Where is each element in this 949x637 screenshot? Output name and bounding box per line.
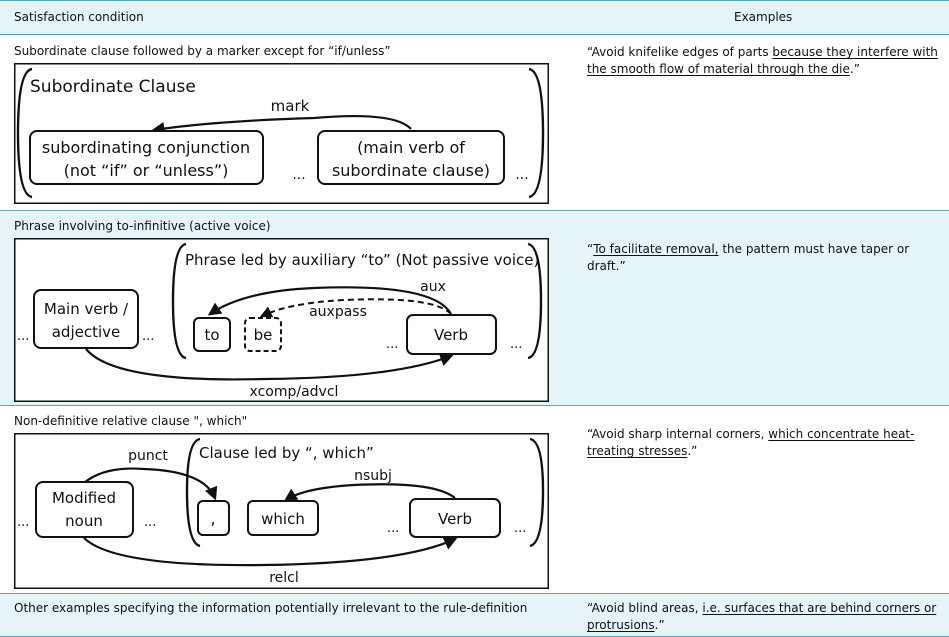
- row2-box-be-text: be: [254, 326, 273, 344]
- row2-arc-aux: [207, 286, 452, 316]
- row3-bracket-title: Clause led by “, which”: [199, 444, 374, 462]
- row3-box-which: [247, 500, 319, 536]
- row1-box-mainverb-line2: subordinate clause): [332, 161, 490, 180]
- row3-bracket-left: [185, 437, 201, 548]
- row2-arc-xcomp: [85, 348, 454, 381]
- row3-example-close: .”: [687, 444, 698, 458]
- header-examples: Examples: [734, 10, 793, 24]
- row1-ellipsis-1: ...: [292, 167, 305, 183]
- row3-box-head: [35, 481, 134, 538]
- row2-diagram-svg: Phrase led by auxiliary “to” (Not passiv…: [14, 238, 549, 402]
- row3-box-head-line1: Modified: [52, 489, 116, 507]
- row1-arc-mark: [151, 114, 412, 135]
- row1-box-subconj-line2: (not “if” or “unless”): [64, 161, 229, 180]
- row1-diagram-svg: Subordinate Clause mark subordinating co…: [14, 63, 549, 204]
- row4-example-open: “Avoid blind areas,: [587, 601, 703, 615]
- row2-ellipsis-verb: ...: [386, 337, 398, 352]
- rule-row1: [0, 210, 949, 211]
- row2-diagram: Phrase led by auxiliary “to” (Not passiv…: [14, 238, 549, 402]
- row1-condition: Subordinate clause followed by a marker …: [14, 44, 391, 58]
- row2-box-verb-text: Verb: [434, 326, 468, 344]
- row1-example-close: .”: [849, 62, 860, 76]
- row3-ellipsis-verb: ...: [387, 521, 399, 536]
- row1-box-mainverb-line1: (main verb of: [357, 138, 465, 157]
- row3-arc-relcl-label: relcl: [269, 570, 299, 586]
- row3-diagram: Clause led by “, which” punct ... Modifi…: [14, 433, 549, 589]
- row2-arc-auxpass: [259, 298, 452, 318]
- row-band-4: [0, 593, 949, 637]
- row2-ellipsis-right: ...: [510, 337, 522, 352]
- row3-arc-nsubj-label: nsubj: [354, 468, 392, 484]
- row1-arc-label: mark: [271, 97, 310, 115]
- row3-arc-nsubj: [283, 483, 456, 502]
- row3-box-head-line2: noun: [65, 512, 103, 530]
- row2-box-head-line1: Main verb /: [44, 300, 129, 318]
- row2-arc-xcomp-label: xcomp/advcl: [250, 384, 339, 400]
- row3-box-verb-text: Verb: [438, 510, 472, 528]
- row3-ellipsis-mid: ...: [144, 515, 156, 530]
- row1-example: “Avoid knifelike edges of parts because …: [587, 44, 942, 78]
- row3-condition: Non-definitive relative clause ", which": [14, 414, 248, 428]
- row3-example-underlined: which concentrate heat-treating stresses: [587, 427, 915, 458]
- row2-example: “To facilitate removal, the pattern must…: [587, 241, 942, 275]
- row2-ellipsis-mid: ...: [142, 329, 154, 344]
- row3-diagram-svg: Clause led by “, which” punct ... Modifi…: [14, 433, 549, 589]
- row4-condition: Other examples specifying the informatio…: [14, 601, 528, 615]
- row2-box-to: [193, 317, 231, 352]
- row2-condition: Phrase involving to-infinitive (active v…: [14, 219, 271, 233]
- row3-box-which-text: which: [261, 510, 305, 528]
- row2-ellipsis-left: ...: [17, 329, 29, 344]
- row3-ellipsis-right: ...: [514, 521, 526, 536]
- row1-bracket-title: Subordinate Clause: [30, 77, 196, 97]
- row2-bracket-right: [527, 242, 543, 360]
- rule-row2: [0, 405, 949, 406]
- rule-header: [0, 34, 949, 35]
- row2-bracket-left: [171, 242, 187, 360]
- row1-diagram: Subordinate Clause mark subordinating co…: [14, 63, 549, 204]
- row2-example-close: the pattern must have taper or draft.”: [587, 242, 910, 273]
- row3-arc-punct-label: punct: [128, 448, 168, 464]
- row1-box-subconj: [29, 130, 264, 185]
- row2-box-head: [33, 289, 139, 349]
- rule-row3: [0, 593, 949, 594]
- row3-arc-punct: [83, 467, 218, 501]
- row2-box-be: [244, 317, 282, 352]
- row3-box-comma-text: ,: [210, 509, 215, 528]
- row4-example-close: .”: [654, 618, 665, 632]
- row1-ellipsis-2: ...: [515, 167, 528, 183]
- row1-example-open: “Avoid knifelike edges of parts: [587, 45, 773, 59]
- row1-bracket-right: [528, 67, 545, 199]
- row1-box-subconj-line1: subordinating conjunction: [42, 138, 250, 157]
- row1-box-mainverb: [317, 130, 505, 185]
- row3-arc-relcl: [83, 537, 458, 567]
- row1-example-underlined: because they interfere with the smooth f…: [587, 45, 938, 76]
- row1-bracket-left: [16, 67, 33, 199]
- header-band: [0, 0, 949, 34]
- row2-arc-auxpass-label: auxpass: [309, 304, 367, 320]
- row3-example-open: “Avoid sharp internal corners,: [587, 427, 769, 441]
- row2-arc-aux-label: aux: [420, 279, 446, 295]
- row4-example: “Avoid blind areas, i.e. surfaces that a…: [587, 600, 942, 634]
- row3-box-verb: [409, 498, 501, 538]
- row2-box-head-line2: adjective: [52, 323, 121, 341]
- row2-box-to-text: to: [204, 326, 219, 344]
- header-condition: Satisfaction condition: [14, 10, 144, 24]
- row2-bracket-title: Phrase led by auxiliary “to” (Not passiv…: [185, 251, 539, 269]
- row3-bracket-right: [529, 437, 545, 548]
- row2-example-open: “: [587, 242, 594, 256]
- row3-ellipsis-left: ...: [17, 515, 29, 530]
- row3-example: “Avoid sharp internal corners, which con…: [587, 426, 942, 460]
- row2-example-underlined: To facilitate removal,: [593, 242, 719, 256]
- row3-box-comma: [197, 500, 230, 536]
- row4-example-underlined: i.e. surfaces that are behind corners or…: [587, 601, 937, 632]
- rule-top: [0, 0, 949, 1]
